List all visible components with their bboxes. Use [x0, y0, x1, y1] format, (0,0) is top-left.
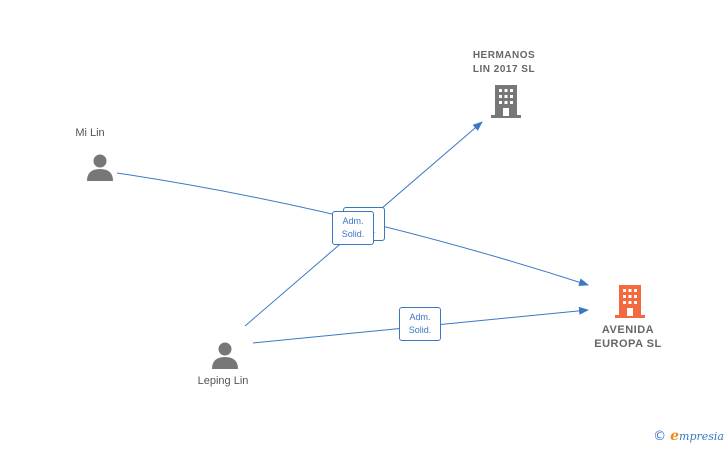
person-icon[interactable]	[85, 152, 115, 182]
company-name-line-2: EUROPA SL	[594, 338, 662, 350]
copyright-symbol: ©	[653, 429, 667, 444]
brand-watermark[interactable]: ©empresia	[653, 428, 724, 444]
brand-logo-text: mpresia	[679, 430, 724, 443]
company-name-avenida-europa[interactable]: AVENIDA EUROPA SL	[580, 323, 676, 351]
role-badge-adm-solid[interactable]: Adm. Solid.	[399, 307, 441, 341]
brand-logo-letter: e	[670, 428, 680, 444]
person-icon[interactable]	[210, 340, 240, 370]
company-name-hermanos-lin[interactable]: HERMANOS LIN 2017 SL	[456, 49, 552, 77]
building-icon[interactable]	[490, 84, 522, 118]
role-line-2: Solid.	[341, 229, 365, 239]
role-badge-adm-solid[interactable]: Adm. Solid.	[332, 211, 374, 245]
company-name-line-1: AVENIDA	[601, 324, 655, 336]
company-name-line-1: HERMANOS	[472, 50, 536, 61]
role-line-1: Adm.	[342, 216, 364, 226]
role-line-2: Solid.	[408, 325, 432, 335]
person-name-leping-lin[interactable]: Leping Lin	[197, 375, 249, 387]
person-name-mi-lin[interactable]: Mi Lin	[75, 127, 105, 139]
building-icon-highlighted[interactable]	[614, 284, 646, 318]
company-name-line-2: LIN 2017 SL	[472, 64, 536, 75]
role-line-1: Adm.	[409, 312, 431, 322]
